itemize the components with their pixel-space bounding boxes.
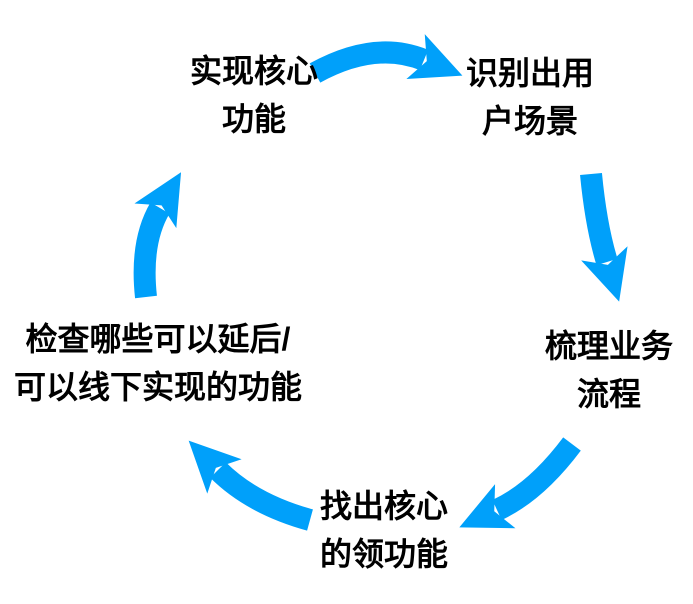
node-check-deferrable-features: 检查哪些可以延后/ 可以线下实现的功能 (14, 315, 302, 411)
node-label-line: 找出核心 (319, 488, 449, 524)
node-label-line: 实现核心 (189, 53, 319, 89)
node-implement-core-features: 实现核心 功能 (190, 47, 318, 143)
node-label-line: 的领功能 (319, 536, 449, 572)
node-identify-user-scenarios: 识别出用 户场景 (466, 49, 594, 145)
arrow-find-to-check-icon (188, 440, 314, 531)
arrow-implement-to-identify-icon (309, 34, 463, 83)
arrow-sort-to-find-icon (459, 437, 581, 529)
node-label-line: 功能 (221, 101, 287, 137)
node-find-core-features: 找出核心 的领功能 (320, 482, 448, 578)
node-label-line: 检查哪些可以延后/ (25, 321, 291, 357)
node-label-line: 流程 (576, 376, 642, 412)
arrow-check-to-implement-icon (133, 172, 182, 299)
node-label-line: 可以线下实现的功能 (13, 369, 303, 405)
node-sort-business-process: 梳理业务 流程 (545, 322, 673, 418)
node-label-line: 识别出用 (465, 55, 595, 91)
node-label-line: 户场景 (481, 103, 579, 139)
node-label-line: 梳理业务 (544, 328, 674, 364)
arrow-identify-to-sort-icon (580, 172, 628, 302)
